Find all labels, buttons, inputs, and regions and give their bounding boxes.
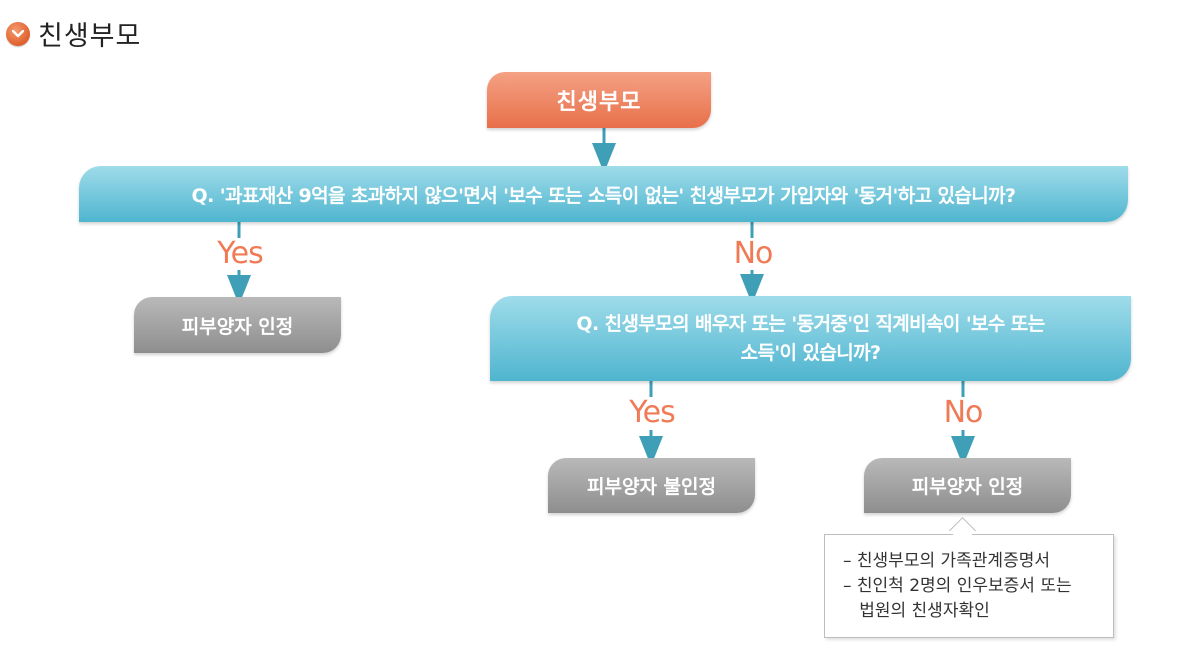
q1-no-label: No (733, 236, 774, 271)
q1-yes-label: Yes (217, 236, 263, 271)
callout-line: – 친인척 2명의 인우보증서 또는 (843, 576, 1072, 596)
q2-yes-label: Yes (629, 395, 675, 430)
question1-node: Q. '과표재산 9억을 초과하지 않으'면서 '보수 또는 소득이 없는' 친… (79, 166, 1128, 222)
question2-node: Q. 친생부모의 배우자 또는 '동거중'인 직계비속이 '보수 또는 소득'이… (490, 296, 1131, 381)
q2-no-label: No (943, 395, 984, 430)
result-not-recognized-node: 피부양자 불인정 (548, 458, 755, 513)
result-recognized-node: 피부양자 인정 (134, 297, 341, 353)
section-heading: 친생부모 (6, 14, 141, 53)
callout-line: 법원의 친생자확인 (843, 601, 990, 621)
required-documents-callout: – 친생부모의 가족관계증명서 – 친인척 2명의 인우보증서 또는 법원의 친… (824, 534, 1114, 638)
start-node: 친생부모 (487, 72, 711, 128)
callout-line: – 친생부모의 가족관계증명서 (843, 551, 1050, 571)
result-recognized-node-2: 피부양자 인정 (864, 458, 1071, 513)
page-title: 친생부모 (38, 21, 142, 52)
chevron-down-circle-icon (6, 21, 30, 46)
